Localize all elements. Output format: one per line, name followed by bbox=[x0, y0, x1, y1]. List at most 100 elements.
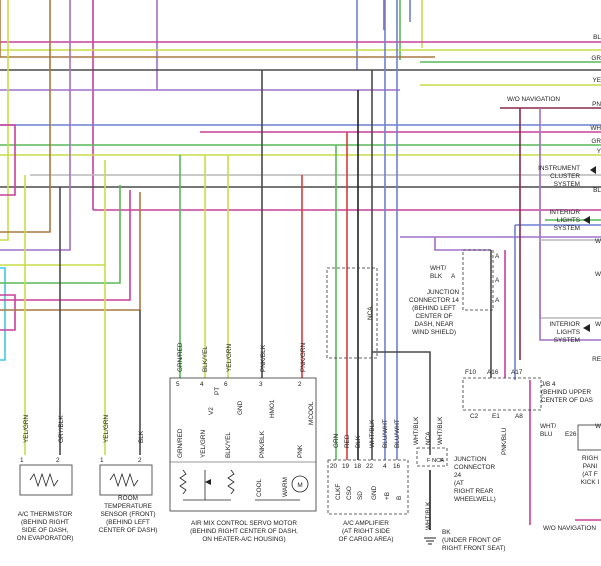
room-temperature-sensor: YEL/GRN BLK 1 2 ROOM TEMPERATURE SENSOR … bbox=[99, 415, 158, 534]
ac-thermistor: YEL/GRN GRY/BLK 1 2 A/C THERMISTOR (BEHI… bbox=[17, 415, 74, 542]
svg-text:WARM: WARM bbox=[282, 477, 289, 497]
svg-text:(AT RIGHT SIDE: (AT RIGHT SIDE bbox=[342, 528, 390, 535]
svg-text:C2: C2 bbox=[470, 413, 479, 420]
svg-text:PNK/BLU: PNK/BLU bbox=[501, 427, 508, 455]
svg-text:A: A bbox=[495, 277, 500, 284]
svg-text:CSO: CSO bbox=[346, 486, 353, 500]
motor-icon bbox=[291, 475, 309, 493]
svg-text:RED: RED bbox=[344, 434, 351, 448]
junction-block-4: F10 A16 A17 J/B 4 (BEHIND UPPER CENTER O… bbox=[462, 369, 601, 486]
svg-text:1: 1 bbox=[20, 457, 24, 464]
svg-text:WHT/BLK: WHT/BLK bbox=[413, 416, 420, 445]
svg-text:WIND SHIELD): WIND SHIELD) bbox=[412, 329, 456, 336]
svg-text:BLK: BLK bbox=[138, 430, 145, 443]
sensor-symbol bbox=[109, 472, 139, 488]
svg-text:6: 6 bbox=[224, 381, 228, 388]
svg-text:COOL: COOL bbox=[256, 478, 263, 497]
svg-text:WHT/: WHT/ bbox=[430, 265, 447, 272]
svg-text:1: 1 bbox=[100, 457, 104, 464]
svg-text:CLKF: CLKF bbox=[335, 484, 342, 500]
wire-brown-l bbox=[0, 0, 51, 233]
svg-text:GRN/RED: GRN/RED bbox=[177, 428, 184, 458]
svg-text:BLK/YEL: BLK/YEL bbox=[225, 432, 232, 458]
svg-text:JUNCTION: JUNCTION bbox=[454, 456, 487, 463]
svg-text:AIR MIX CONTROL SERVO MOTOR: AIR MIX CONTROL SERVO MOTOR bbox=[191, 520, 297, 527]
svg-text:HMO1: HMO1 bbox=[269, 399, 276, 418]
wo-navigation-top: W/O NAVIGATION bbox=[507, 96, 560, 103]
svg-text:B: B bbox=[396, 496, 403, 500]
svg-text:BLU: BLU bbox=[540, 431, 553, 438]
svg-text:(BEHIND LEFT: (BEHIND LEFT bbox=[106, 519, 150, 526]
svg-text:RIGHT REAR: RIGHT REAR bbox=[454, 488, 494, 495]
svg-text:BLK: BLK bbox=[355, 435, 362, 448]
svg-text:A/C AMPLIFIER: A/C AMPLIFIER bbox=[343, 520, 389, 527]
svg-text:BLK: BLK bbox=[430, 273, 443, 280]
svg-text:A8: A8 bbox=[515, 413, 523, 420]
arrow-left-icon bbox=[583, 324, 590, 332]
svg-text:LIGHTS: LIGHTS bbox=[557, 217, 580, 224]
servo-resistor-2 bbox=[227, 469, 235, 495]
edge-label-w3: W bbox=[595, 321, 601, 328]
instrument-cluster-block: INSTRUMENT CLUSTER SYSTEM bbox=[538, 165, 596, 188]
svg-text:NCA: NCA bbox=[367, 306, 374, 320]
edge-label-ye: YE bbox=[592, 77, 601, 84]
svg-text:ON EVAPORATOR): ON EVAPORATOR) bbox=[17, 535, 74, 542]
svg-text:ON HEATER-A/C HOUSING): ON HEATER-A/C HOUSING) bbox=[202, 536, 285, 543]
svg-text:PNK/BLK: PNK/BLK bbox=[260, 344, 267, 372]
edge-label-gr: GR bbox=[591, 55, 601, 62]
svg-text:OF CARGO AREA): OF CARGO AREA) bbox=[338, 536, 393, 543]
interior-lights-block-2: INTERIOR LIGHTS SYSTEM bbox=[549, 321, 590, 344]
svg-text:5: 5 bbox=[176, 381, 180, 388]
ac-amplifier: GRN RED BLK WHT/BLK BLU/WHT BLU/WHT 20 1… bbox=[327, 419, 409, 543]
svg-text:WHT/BLK: WHT/BLK bbox=[369, 419, 376, 448]
wire-pink-box2 bbox=[0, 294, 16, 331]
svg-text:4: 4 bbox=[383, 463, 387, 470]
svg-text:A: A bbox=[495, 253, 500, 260]
wire-purple-right bbox=[434, 237, 491, 251]
svg-text:INTERIOR: INTERIOR bbox=[549, 209, 580, 216]
edge-label-w4: W bbox=[595, 423, 601, 430]
svg-text:BLU/WHT: BLU/WHT bbox=[394, 419, 401, 448]
svg-text:CENTER OF DASH): CENTER OF DASH) bbox=[99, 527, 158, 534]
svg-text:(BEHIND RIGHT: (BEHIND RIGHT bbox=[21, 519, 69, 526]
svg-text:+B: +B bbox=[384, 492, 391, 500]
edge-label-y: Y bbox=[597, 148, 601, 155]
svg-text:V2: V2 bbox=[208, 407, 215, 415]
svg-text:DASH, NEAR: DASH, NEAR bbox=[414, 321, 453, 328]
nca-block: NCA bbox=[326, 267, 378, 359]
interior-lights-block-1: INTERIOR LIGHTS SYSTEM bbox=[549, 209, 590, 232]
svg-text:PT: PT bbox=[214, 387, 221, 395]
edge-label-re: RE bbox=[592, 356, 601, 363]
svg-text:2: 2 bbox=[138, 457, 142, 464]
svg-text:(BEHIND RIGHT CENTER OF DASH,: (BEHIND RIGHT CENTER OF DASH, bbox=[190, 528, 298, 535]
wire-purple-l bbox=[0, 0, 71, 251]
svg-text:(BEHIND UPPER: (BEHIND UPPER bbox=[541, 389, 591, 396]
servo-resistor-1 bbox=[179, 469, 187, 495]
svg-text:INTERIOR: INTERIOR bbox=[549, 321, 580, 328]
svg-text:RIGH: RIGH bbox=[582, 455, 598, 462]
edge-label-pn: PN bbox=[592, 101, 601, 108]
svg-text:TEMPERATURE: TEMPERATURE bbox=[104, 503, 152, 510]
svg-text:NCA: NCA bbox=[425, 431, 432, 445]
svg-text:WHEELWELL): WHEELWELL) bbox=[454, 496, 496, 503]
svg-text:SIDE OF DASH,: SIDE OF DASH, bbox=[22, 527, 69, 534]
svg-text:CENTER OF: CENTER OF bbox=[416, 313, 453, 320]
svg-text:16: 16 bbox=[393, 463, 401, 470]
svg-text:SYSTEM: SYSTEM bbox=[554, 181, 580, 188]
svg-text:20: 20 bbox=[330, 463, 338, 470]
svg-text:2: 2 bbox=[56, 457, 60, 464]
edge-label-bl: BL bbox=[593, 34, 601, 41]
svg-text:WHT/: WHT/ bbox=[540, 423, 557, 430]
edge-label-w1: W bbox=[595, 238, 601, 245]
junction-connector-14: WHT/ BLK A A A A JUNCTION CONNECTOR 14 (… bbox=[409, 249, 500, 336]
svg-text:YEL/GRN: YEL/GRN bbox=[226, 344, 233, 372]
svg-text:SD: SD bbox=[357, 491, 364, 500]
svg-text:2: 2 bbox=[298, 381, 302, 388]
svg-text:(UNDER FRONT OF: (UNDER FRONT OF bbox=[442, 537, 501, 544]
wo-navigation-bottom: W/O NAVIGATION bbox=[543, 525, 596, 532]
svg-text:GND: GND bbox=[237, 400, 244, 415]
svg-text:WHT/BLK: WHT/BLK bbox=[425, 501, 432, 530]
svg-text:A/C THERMISTOR: A/C THERMISTOR bbox=[18, 511, 73, 518]
thermistor-symbol bbox=[29, 472, 59, 488]
